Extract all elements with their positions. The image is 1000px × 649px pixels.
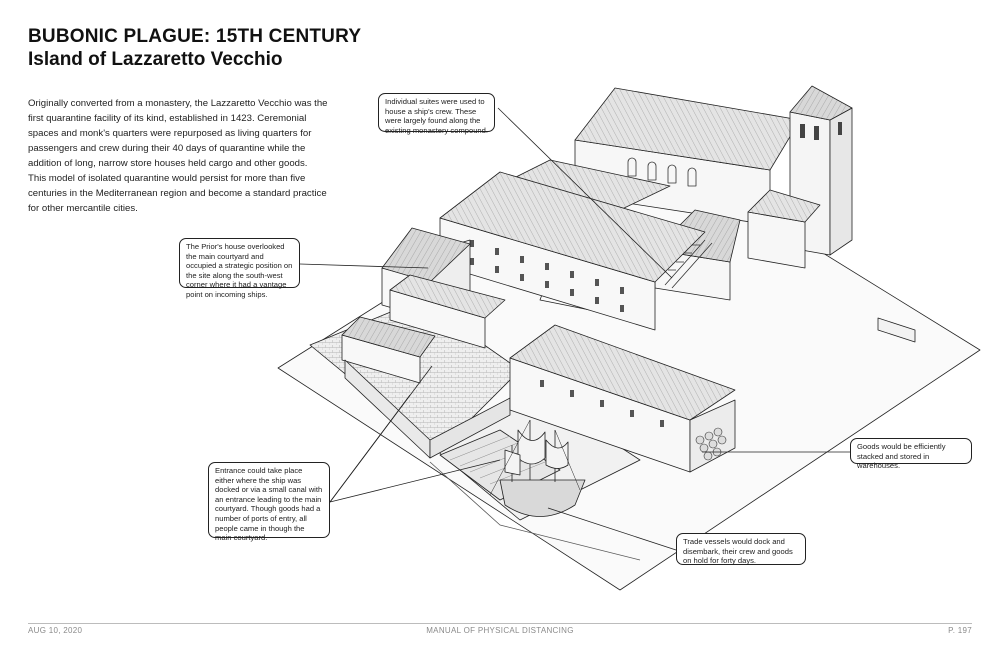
suites-roof <box>439 171 706 283</box>
footer-date: AUG 10, 2020 <box>28 626 83 635</box>
leader-lines <box>299 107 852 551</box>
warehouse-roof <box>509 324 736 421</box>
footer-page-number: P. 197 <box>948 626 972 635</box>
front-house-roof <box>341 316 436 358</box>
trade-ship <box>489 419 586 517</box>
page-title: BUBONIC PLAGUE: 15TH CENTURY <box>28 26 362 47</box>
plaza-boundary-wall <box>877 317 916 343</box>
callout-trade-vessels: Trade vessels would dock and disembark, … <box>676 533 806 565</box>
footer-manual-title: MANUAL OF PHYSICAL DISTANCING <box>426 626 574 635</box>
small-house-roof <box>389 274 506 319</box>
canal-wall <box>429 397 511 459</box>
page-subtitle: Island of Lazzaretto Vecchio <box>28 49 283 70</box>
callout-goods: Goods would be efficiently stacked and s… <box>850 438 972 470</box>
callout-suites: Individual suites were used to house a s… <box>378 93 495 135</box>
exterior-staircase <box>664 239 713 289</box>
footer-divider <box>28 623 972 624</box>
chapel-roof <box>747 189 821 223</box>
intro-paragraph: Originally converted from a monastery, t… <box>28 98 328 214</box>
bell-tower-roof <box>789 85 853 121</box>
stacked-barrels <box>695 427 727 461</box>
callout-entrance: Entrance could take place either where t… <box>208 462 330 542</box>
callout-priors-house: The Prior's house overlooked the main co… <box>179 238 300 299</box>
